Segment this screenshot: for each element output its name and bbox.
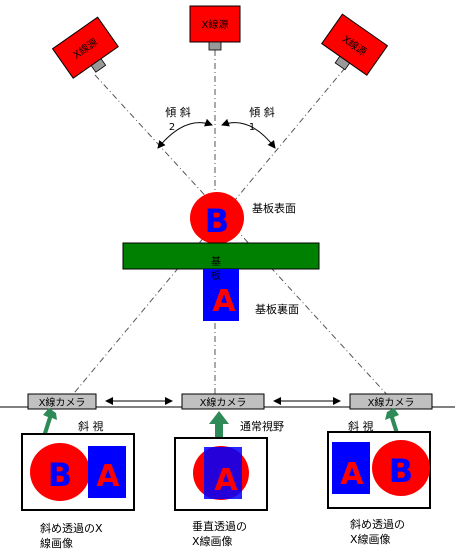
- caption-left-line2: 線画像: [40, 536, 73, 550]
- substrate-label-2: 板: [211, 269, 221, 282]
- view-left-label: 斜 視: [78, 419, 104, 433]
- image-right: A B: [327, 431, 431, 509]
- image-right-marker-2: B: [389, 452, 413, 490]
- source-center-label: X線源: [202, 18, 229, 31]
- tilt-right-label: 傾 斜: [249, 105, 275, 119]
- caption-center-line2: X線画像: [192, 534, 233, 548]
- substrate-label: 基: [211, 255, 221, 268]
- xray-source-right: X線源: [321, 13, 389, 76]
- image-left: B A: [21, 433, 135, 511]
- tilt-left-number: 2: [169, 122, 175, 133]
- marker-b-top: [190, 192, 244, 244]
- tilt-right-number: 1: [249, 122, 255, 133]
- camera-left-label: X線カメラ: [39, 396, 86, 409]
- xray-camera-left: X線カメラ: [27, 393, 97, 410]
- marker-a-bottom: [203, 269, 239, 321]
- image-center-marker: A: [214, 463, 238, 498]
- tilt-arc-left: [157, 118, 213, 149]
- bottom-surface-label: 基板裏面: [255, 302, 299, 316]
- beam-left: [94, 74, 391, 399]
- view-arrow-right: [385, 408, 400, 437]
- xray-source-center: X線源: [189, 5, 241, 51]
- camera-right-label: X線カメラ: [368, 396, 415, 409]
- tilt-left-label: 傾 斜: [165, 105, 191, 119]
- tilt-arc-right: [221, 118, 276, 149]
- caption-left-line1: 斜め透過のX: [40, 522, 103, 535]
- caption-right-line1: 斜め透過の: [350, 518, 405, 531]
- caption-center-line1: 垂直透過の: [192, 519, 247, 533]
- xray-camera-center: X線カメラ: [181, 393, 265, 410]
- image-left-marker-2: A: [96, 459, 120, 494]
- image-center: A: [174, 437, 268, 511]
- substrate: [122, 242, 320, 270]
- marker-a-bottom-label: A: [212, 284, 236, 319]
- marker-b-top-label: B: [205, 202, 229, 240]
- view-right-label: 斜 視: [348, 419, 374, 433]
- view-center-label: 通常視野: [240, 419, 284, 433]
- camera-center-label: X線カメラ: [200, 396, 247, 409]
- top-surface-label: 基板表面: [252, 201, 296, 215]
- caption-right-line2: X線画像: [350, 532, 391, 546]
- xray-source-left: X線源: [51, 16, 119, 79]
- view-arrow-left: [42, 408, 57, 437]
- image-right-marker-1: A: [340, 457, 364, 492]
- view-arrow-center: [209, 411, 229, 437]
- xray-camera-right: X線カメラ: [349, 393, 433, 410]
- image-left-marker-1: B: [48, 456, 72, 494]
